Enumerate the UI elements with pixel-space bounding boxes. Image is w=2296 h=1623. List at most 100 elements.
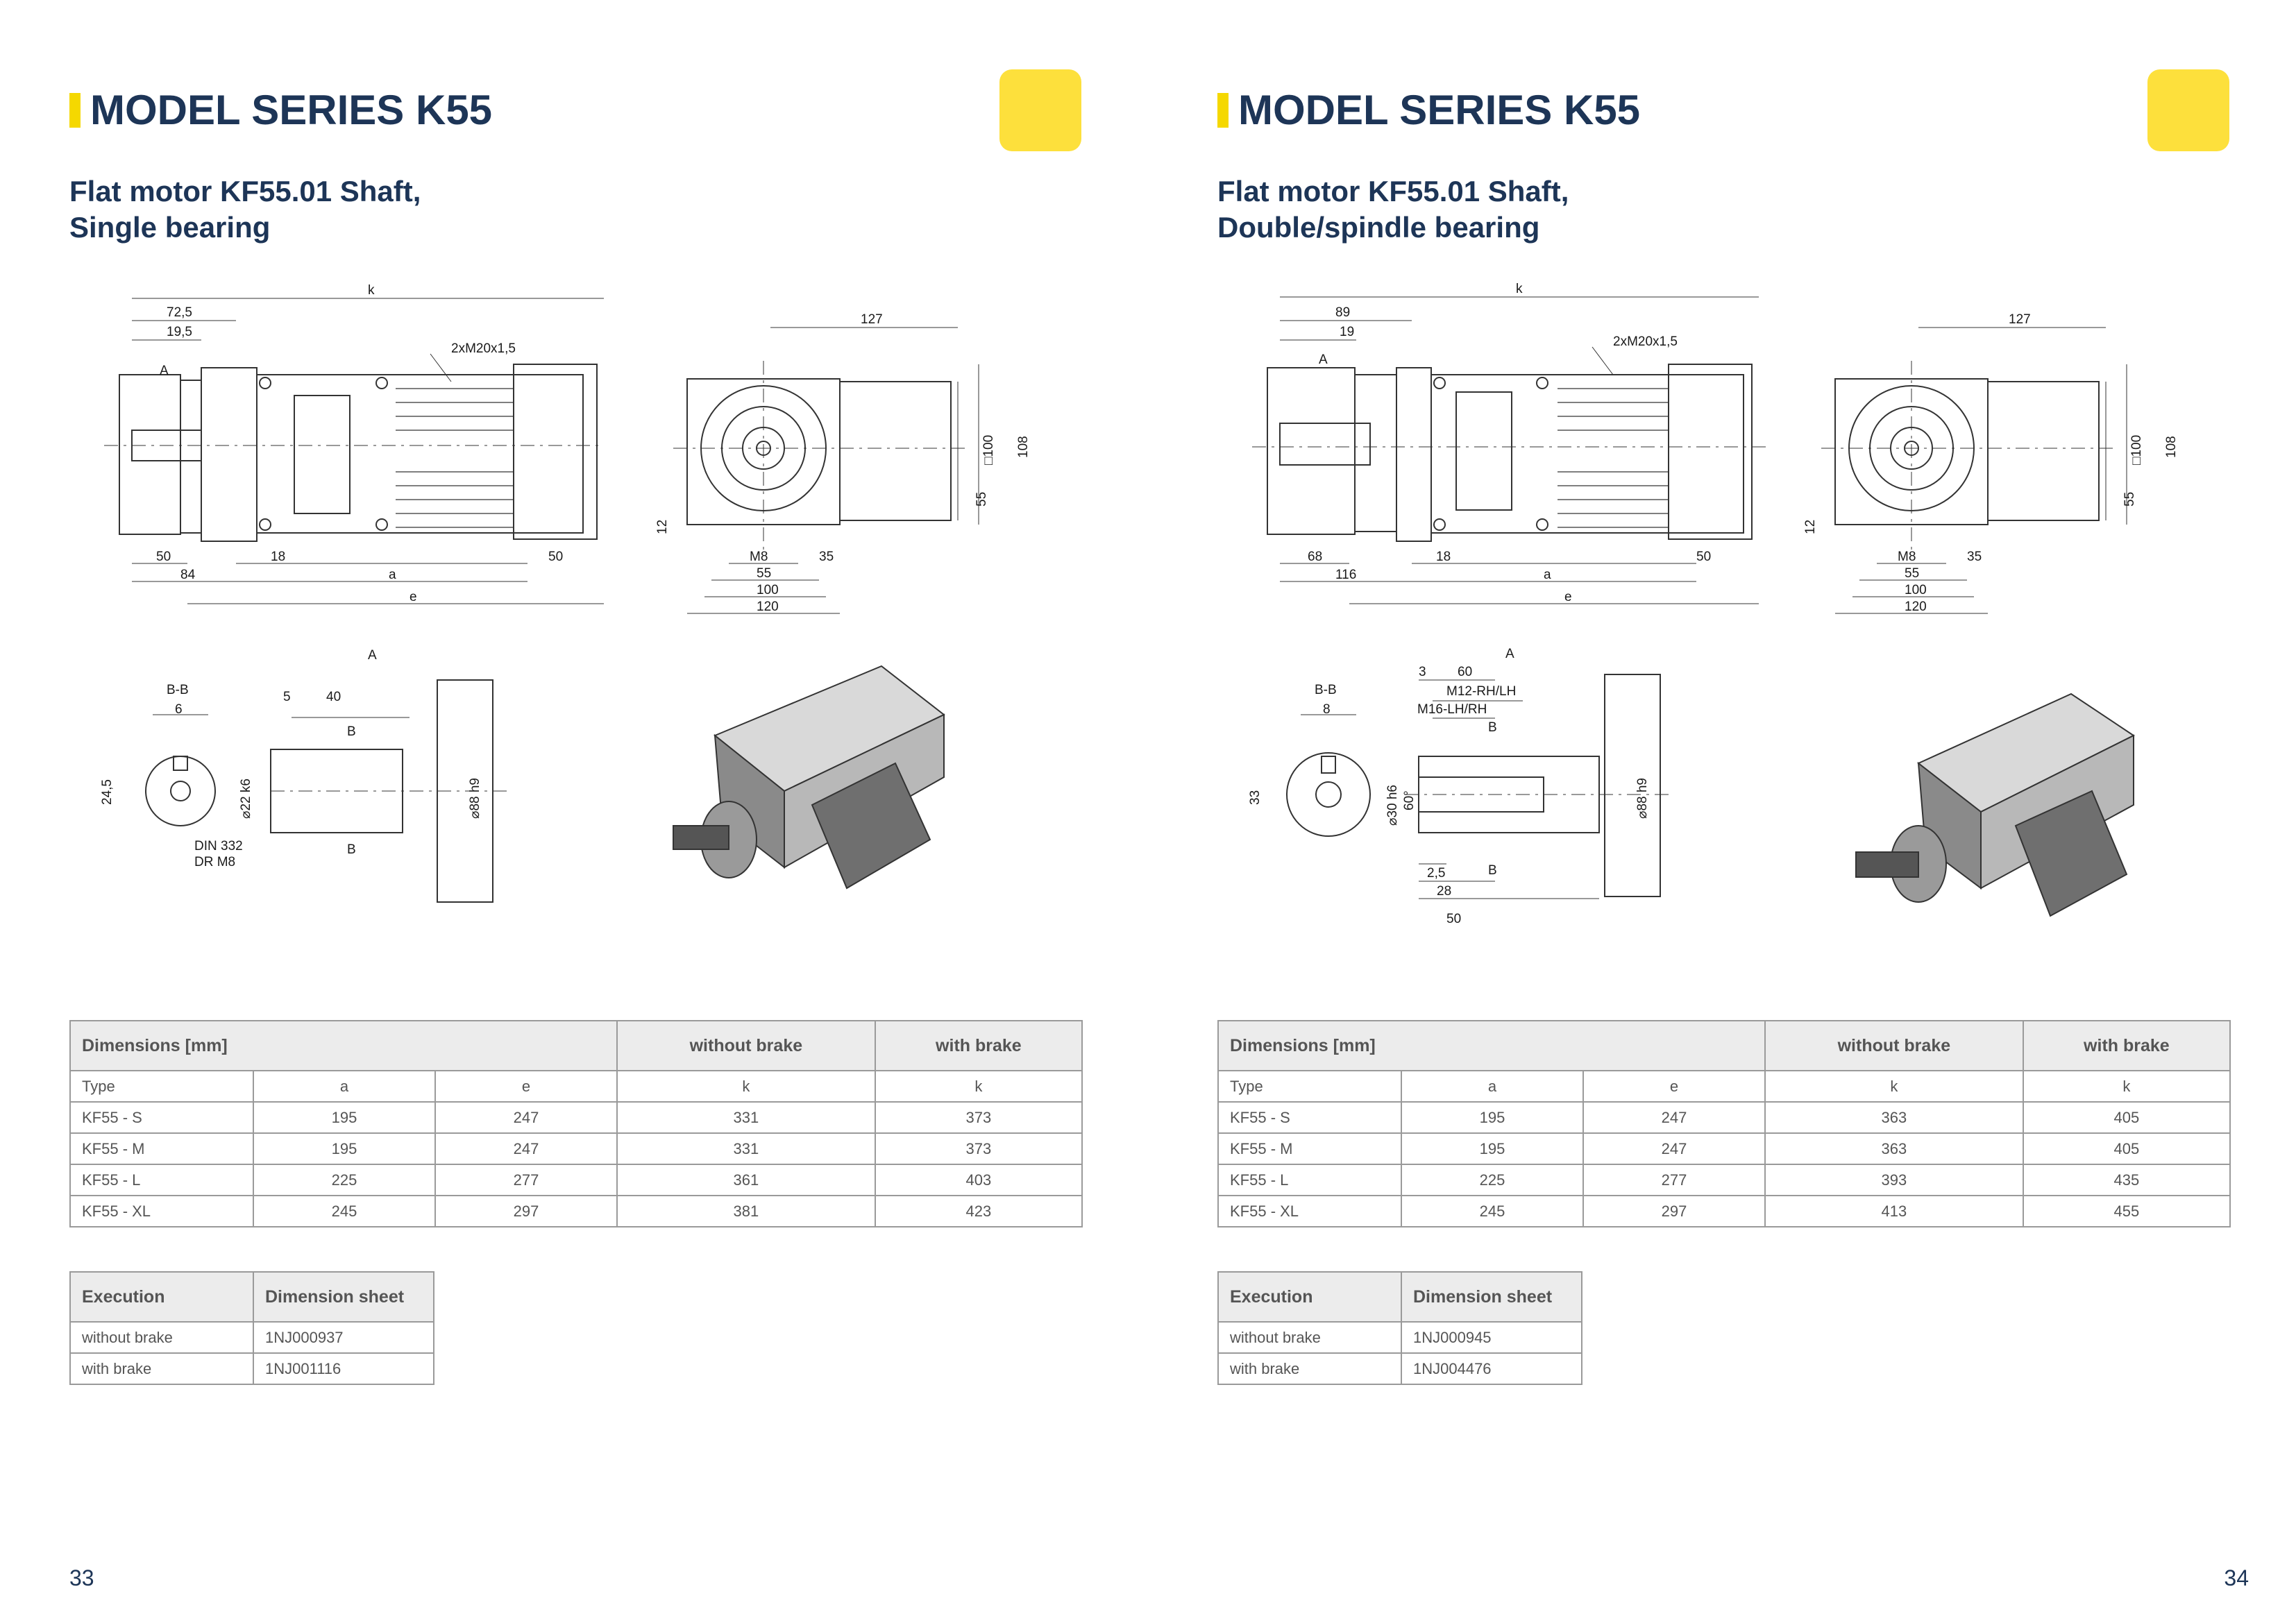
cell-type: KF55 - L xyxy=(1217,1164,1402,1196)
dim-89: 89 xyxy=(1335,305,1350,320)
dim-18: 18 xyxy=(1436,550,1451,564)
cell-k-with: 405 xyxy=(2022,1132,2231,1165)
dim-55: 55 xyxy=(1905,566,1919,581)
dim-50b: 50 xyxy=(548,550,563,564)
cell-type: KF55 - M xyxy=(69,1132,254,1165)
dim-120: 120 xyxy=(757,600,779,614)
front-view xyxy=(673,327,979,614)
cell-e: 247 xyxy=(434,1101,618,1134)
cell-type: KF55 - S xyxy=(1217,1101,1402,1134)
subtitle-line-2: Double/spindle bearing xyxy=(1217,211,1540,244)
cell-a: 245 xyxy=(253,1195,436,1227)
dim-square-100: □100 xyxy=(2129,435,2144,465)
dim-108: 108 xyxy=(2164,436,2179,458)
label-din-332: DIN 332 xyxy=(194,839,243,853)
header-with-brake: with brake xyxy=(2022,1020,2231,1071)
dim-127: 127 xyxy=(861,312,883,327)
table-row: KF55 - L 225 277 393 435 xyxy=(1217,1164,2231,1196)
side-view xyxy=(104,298,604,604)
dimensions-table: Dimensions [mm] without brake with brake… xyxy=(1217,1020,2231,1227)
dim-12: 12 xyxy=(1803,520,1818,534)
cell-e: 297 xyxy=(1582,1195,1766,1227)
yellow-marker-box xyxy=(999,69,1081,151)
label-a-detail: A xyxy=(368,648,377,663)
dim-diam-88: ⌀88 h9 xyxy=(1635,778,1650,819)
subheader-a: a xyxy=(253,1070,436,1103)
page-title: MODEL SERIES K55 xyxy=(90,87,493,133)
header-accent-bar xyxy=(69,93,81,128)
cell-k-without: 331 xyxy=(616,1132,876,1165)
cell-e: 297 xyxy=(434,1195,618,1227)
cell-execution: without brake xyxy=(69,1321,254,1354)
cell-a: 195 xyxy=(253,1132,436,1165)
subheader-k-without: k xyxy=(1764,1070,2024,1103)
table-row: KF55 - XL 245 297 413 455 xyxy=(1217,1195,2231,1227)
cell-execution: without brake xyxy=(1217,1321,1402,1354)
cell-k-with: 423 xyxy=(874,1195,1083,1227)
dim-e: e xyxy=(1564,590,1572,604)
cell-e: 277 xyxy=(1582,1164,1766,1196)
dim-a: a xyxy=(389,568,396,582)
dim-19: 19 xyxy=(1340,325,1354,339)
dim-84: 84 xyxy=(180,568,196,582)
header-dimension-sheet: Dimension sheet xyxy=(253,1271,434,1323)
dim-68: 68 xyxy=(1308,550,1322,564)
page-right: MODEL SERIES K55 Flat motor KF55.01 Shaf… xyxy=(1148,0,2296,1623)
label-bb: B-B xyxy=(167,683,189,697)
dim-k: k xyxy=(1516,282,1523,296)
dim-a: a xyxy=(1544,568,1551,582)
cell-type: KF55 - XL xyxy=(1217,1195,1402,1227)
dim-72: 72,5 xyxy=(167,305,192,320)
header-accent-bar xyxy=(1217,93,1229,128)
technical-drawing: k 72,5 19,5 A 2xM20x1,5 50 18 50 84 a e xyxy=(100,283,1031,903)
table-row: KF55 - S 195 247 331 373 xyxy=(69,1101,1083,1134)
cell-k-with: 405 xyxy=(2022,1101,2231,1134)
cell-a: 245 xyxy=(1401,1195,1584,1227)
header-without-brake: without brake xyxy=(1764,1020,2024,1071)
dim-127: 127 xyxy=(2009,312,2031,327)
cell-e: 277 xyxy=(434,1164,618,1196)
subheader-k-without: k xyxy=(616,1070,876,1103)
page-left: MODEL SERIES K55 Flat motor KF55.01 Shaf… xyxy=(69,69,1083,1590)
subheader-e: e xyxy=(1582,1070,1766,1103)
header-dimension-sheet: Dimension sheet xyxy=(1401,1271,1582,1323)
cell-type: KF55 - L xyxy=(69,1164,254,1196)
dim-6: 6 xyxy=(175,702,183,717)
label-a-detail: A xyxy=(1505,647,1514,661)
label-dr-m8: DR M8 xyxy=(194,855,235,869)
table-row: KF55 - S 195 247 363 405 xyxy=(1217,1101,2231,1134)
label-bb: B-B xyxy=(1315,683,1337,697)
shaft-detail xyxy=(145,679,507,903)
label-b-bottom: B xyxy=(1488,863,1497,878)
table-row: without brake 1NJ000945 xyxy=(1217,1321,1582,1354)
cell-type: KF55 - XL xyxy=(69,1195,254,1227)
dim-8: 8 xyxy=(1323,702,1331,717)
subheader-e: e xyxy=(434,1070,618,1103)
dim-40: 40 xyxy=(326,690,341,704)
subheader-k-with: k xyxy=(2022,1070,2231,1103)
label-m16: M16-LH/RH xyxy=(1417,702,1487,717)
dim-square-100: □100 xyxy=(981,435,996,465)
technical-drawing: k 89 19 A 2xM20x1,5 68 18 50 116 a e xyxy=(1248,282,2179,923)
label-a-side: A xyxy=(1319,352,1328,367)
execution-table: Execution Dimension sheet without brake … xyxy=(69,1271,434,1385)
motor-3d-render xyxy=(673,665,945,890)
dim-50-shaft: 50 xyxy=(1446,912,1461,923)
table-row: KF55 - XL 245 297 381 423 xyxy=(69,1195,1083,1227)
dim-55: 55 xyxy=(757,566,771,581)
table-header-row: Dimensions [mm] without brake with brake xyxy=(69,1020,1083,1071)
dim-24-5: 24,5 xyxy=(100,779,115,805)
motor-3d-render xyxy=(1855,692,2135,917)
subtitle-line-2: Single bearing xyxy=(69,211,271,244)
cell-k-without: 363 xyxy=(1764,1101,2024,1134)
dim-diam-88: ⌀88 h9 xyxy=(468,778,482,819)
cell-k-with: 435 xyxy=(2022,1164,2231,1196)
dim-2-5: 2,5 xyxy=(1427,866,1445,881)
dim-diam-22: ⌀22 k6 xyxy=(239,779,253,819)
table-row: KF55 - M 195 247 363 405 xyxy=(1217,1132,2231,1165)
cell-k-with: 455 xyxy=(2022,1195,2231,1227)
header-dimensions: Dimensions [mm] xyxy=(1217,1020,1766,1071)
subheader-a: a xyxy=(1401,1070,1584,1103)
cell-execution: with brake xyxy=(69,1352,254,1385)
table-row: with brake 1NJ004476 xyxy=(1217,1352,1582,1385)
